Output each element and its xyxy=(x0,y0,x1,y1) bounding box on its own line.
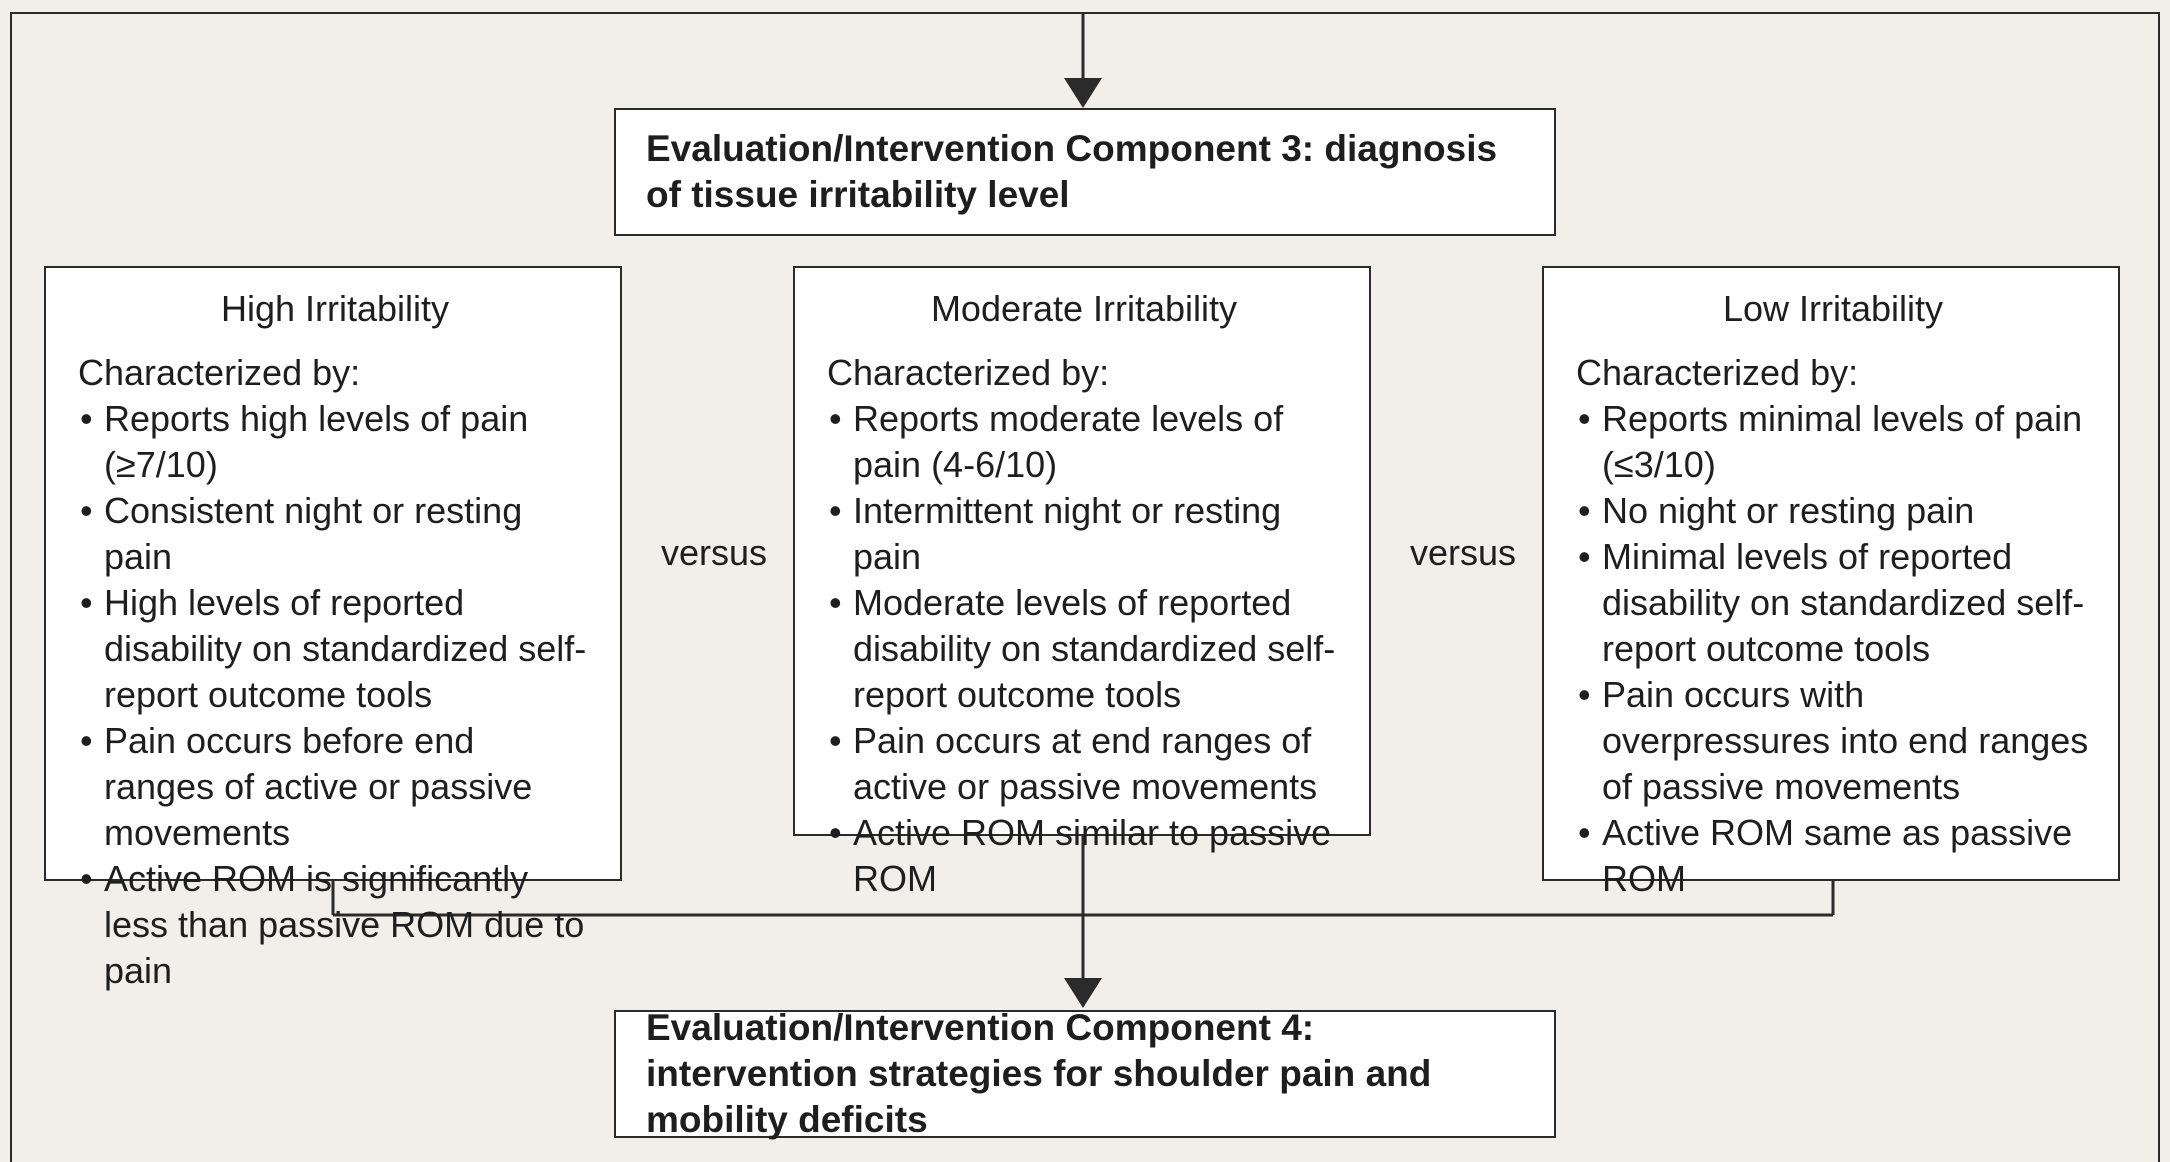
high-irritability-intro: Characterized by: xyxy=(78,352,361,393)
list-item: Reports high levels of pain (≥7/10) xyxy=(78,396,592,488)
list-item: Consistent night or resting pain xyxy=(78,488,592,580)
moderate-irritability-title: Moderate Irritability xyxy=(930,288,1238,329)
arrow-into-component-3 xyxy=(1064,78,1102,108)
component-4-box: Evaluation/Intervention Component 4: int… xyxy=(614,1007,1556,1140)
low-irritability-intro: Characterized by: xyxy=(1576,352,1859,393)
list-item: Active ROM similar to passive ROM xyxy=(827,810,1341,902)
list-item: Moderate levels of reported disability o… xyxy=(827,580,1341,718)
list-item: Pain occurs at end ranges of active or p… xyxy=(827,718,1341,810)
list-item: Reports moderate levels of pain (4-6/10) xyxy=(827,396,1341,488)
list-item: Pain occurs with overpressures into end … xyxy=(1576,672,2090,810)
moderate-irritability-list: Reports moderate levels of pain (4-6/10)… xyxy=(827,396,1341,902)
list-item: High levels of reported disability on st… xyxy=(78,580,592,718)
versus-label-right: versus xyxy=(1410,532,1517,573)
low-irritability-panel: Low Irritability Characterized by: Repor… xyxy=(1542,266,2120,899)
diagram-frame xyxy=(10,12,2160,1162)
low-irritability-title: Low Irritability xyxy=(1722,288,1944,329)
list-item: Reports minimal levels of pain (≤3/10) xyxy=(1576,396,2090,488)
component-3-box: Evaluation/Intervention Component 3: dia… xyxy=(614,108,1556,236)
list-item: Intermittent night or resting pain xyxy=(827,488,1341,580)
versus-label-left: versus xyxy=(661,532,768,573)
list-item: Active ROM is significantly less than pa… xyxy=(78,856,592,994)
low-irritability-list: Reports minimal levels of pain (≤3/10) N… xyxy=(1576,396,2090,902)
component-4-label: Evaluation/Intervention Component 4: int… xyxy=(646,1007,1432,1140)
arrow-into-component-4 xyxy=(1064,978,1102,1008)
moderate-irritability-intro: Characterized by: xyxy=(827,352,1110,393)
high-irritability-list: Reports high levels of pain (≥7/10) Cons… xyxy=(78,396,592,994)
component-3-label: Evaluation/Intervention Component 3: dia… xyxy=(646,128,1498,215)
list-item: Pain occurs before end ranges of active … xyxy=(78,718,592,856)
list-item: Active ROM same as passive ROM xyxy=(1576,810,2090,902)
high-irritability-title: High Irritability xyxy=(220,288,450,329)
high-irritability-panel: High Irritability Characterized by: Repo… xyxy=(44,266,622,991)
list-item: Minimal levels of reported disability on… xyxy=(1576,534,2090,672)
list-item: No night or resting pain xyxy=(1576,488,2090,534)
moderate-irritability-panel: Moderate Irritability Characterized by: … xyxy=(793,266,1371,899)
